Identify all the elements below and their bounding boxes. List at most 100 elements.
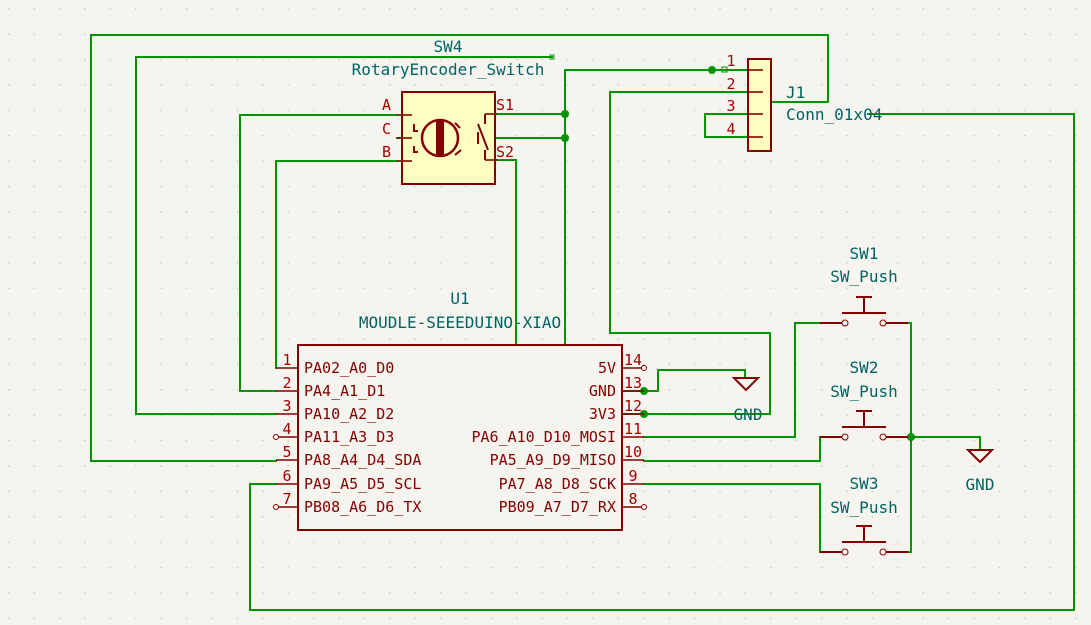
u1-pin-number: 1	[282, 351, 291, 369]
u1-right-pins: 14 5V 13 GND 12 3V3 11 PA6_A10_D10_MOSI 10 PA5_A9…	[472, 351, 647, 516]
j1-value: Conn_01x04	[786, 105, 882, 124]
sw4-pin-s1-label: S1	[496, 96, 514, 114]
wire-miso[interactable]	[643, 436, 821, 462]
gnd2-label: GND	[966, 475, 995, 494]
u1-pin-number: 8	[628, 490, 637, 508]
sw4-rotary-encoder[interactable]: SW4 RotaryEncoder_Switch A C B S1 S2	[352, 37, 545, 185]
j1-pin-2: 2	[726, 75, 735, 93]
sw4-pin-b-label: B	[382, 143, 391, 161]
u1-pin-number: 10	[624, 443, 642, 461]
u1-pin-4[interactable]: 4 PA11_A3_D3	[273, 420, 395, 446]
gnd-symbol-2[interactable]: GND	[965, 449, 995, 494]
u1-pin-name: PA4_A1_D1	[304, 382, 385, 400]
u1-pin-number: 13	[624, 374, 642, 392]
sw4-pin-s2-label: S2	[496, 143, 514, 161]
gnd1-label: GND	[734, 405, 763, 424]
sw2-ref: SW2	[850, 358, 879, 377]
u1-pin-number: 2	[282, 374, 291, 392]
u1-pin-5[interactable]: 5 PA8_A4_D4_SDA	[276, 443, 421, 469]
u1-pin-name: PA5_A9_D9_MISO	[490, 451, 616, 469]
wire-end-marker	[549, 54, 555, 60]
u1-pin-number: 11	[624, 420, 642, 438]
u1-pin-name: 5V	[598, 359, 616, 377]
j1-ref: J1	[786, 83, 805, 102]
u1-body	[297, 344, 623, 531]
ground-icon	[731, 377, 761, 392]
u1-pin-name: PB08_A6_D6_TX	[304, 498, 421, 516]
u1-pin-number: 14	[624, 351, 642, 369]
u1-pin-2[interactable]: 2 PA4_A1_D1	[276, 374, 385, 400]
wire-j1-3-4[interactable]	[704, 113, 749, 138]
u1-pin-name: PA02_A0_D0	[304, 359, 394, 377]
u1-pin-number: 6	[282, 467, 291, 485]
sw3-value: SW_Push	[830, 498, 897, 517]
u1-pin-1[interactable]: 1 PA02_A0_D0	[276, 351, 394, 377]
sw1-push[interactable]: SW1 SW_Push	[820, 244, 908, 327]
u1-pin-name: PB09_A7_D7_RX	[499, 498, 616, 516]
u1-pin-7[interactable]: 7 PB08_A6_D6_TX	[273, 490, 422, 516]
wire-encoder-b[interactable]	[275, 160, 398, 369]
gnd-symbol-1[interactable]: GND	[731, 377, 763, 424]
wire-pin3[interactable]	[135, 56, 553, 415]
u1-pin-14[interactable]: 14 5V	[598, 351, 647, 377]
sw2-value: SW_Push	[830, 382, 897, 401]
wire-encoder-a[interactable]	[239, 114, 398, 392]
u1-pin-name: PA9_A5_D5_SCL	[304, 475, 421, 493]
u1-pin-12[interactable]: 12 3V3	[589, 397, 644, 423]
junction	[561, 110, 569, 118]
u1-pin-number: 12	[624, 397, 642, 415]
u1-pin-number: 4	[282, 420, 291, 438]
sw3-ref: SW3	[850, 474, 879, 493]
sw4-value: RotaryEncoder_Switch	[352, 60, 545, 79]
u1-pin-3[interactable]: 3 PA10_A2_D2	[276, 397, 394, 423]
wire-pin5-to-j1-3[interactable]	[90, 34, 829, 462]
junction	[907, 433, 915, 441]
wire-mosi[interactable]	[643, 322, 821, 438]
sw1-ref: SW1	[850, 244, 879, 263]
u1-pin-name: PA10_A2_D2	[304, 405, 394, 423]
wire-gnd13[interactable]	[643, 369, 746, 392]
u1-pin-10[interactable]: 10 PA5_A9_D9_MISO	[490, 443, 644, 469]
u1-pin-13[interactable]: 13 GND	[589, 374, 644, 400]
wires	[90, 34, 1075, 611]
encoder-glyph-icon	[413, 114, 489, 160]
j1-body	[747, 58, 772, 152]
j1-pin-4: 4	[726, 120, 735, 138]
u1-pin-name: PA11_A3_D3	[304, 428, 394, 446]
wire-end-marker	[721, 66, 728, 73]
j1-connector[interactable]: 1 2 3 4 J1 Conn_01x04	[726, 52, 882, 152]
u1-pin-name: PA6_A10_D10_MOSI	[472, 428, 617, 446]
u1-value: MOUDLE-SEEEDUINO-XIAO	[359, 313, 561, 332]
j1-pin-3: 3	[726, 97, 735, 115]
u1-pin-number: 3	[282, 397, 291, 415]
u1-pin-number: 9	[628, 467, 637, 485]
sw3-push[interactable]: SW3 SW_Push	[820, 474, 908, 556]
sw4-pin-a-label: A	[382, 96, 391, 114]
sw4-ref: SW4	[434, 37, 463, 56]
wire-pin6-loop[interactable]	[249, 113, 1075, 611]
junction	[708, 66, 716, 74]
j1-pin-1: 1	[726, 52, 735, 70]
u1-pin-number: 5	[282, 443, 291, 461]
sw4-pin-c-label: C	[382, 120, 391, 138]
wire-j1-2[interactable]	[609, 91, 771, 415]
u1-pin-6[interactable]: 6 PA9_A5_D5_SCL	[276, 467, 421, 493]
u1-xiao[interactable]: U1 MOUDLE-SEEEDUINO-XIAO 1 PA02_A0_D0 2 PA4…	[273, 289, 647, 531]
u1-pin-name: 3V3	[589, 405, 616, 423]
u1-pin-11[interactable]: 11 PA6_A10_D10_MOSI	[472, 420, 645, 446]
sw4-body	[401, 91, 496, 185]
sw2-push[interactable]: SW2 SW_Push	[820, 358, 908, 441]
sw1-value: SW_Push	[830, 267, 897, 286]
u1-pin-name: PA7_A8_D8_SCK	[499, 475, 616, 493]
u1-pin-name: PA8_A4_D4_SDA	[304, 451, 421, 469]
wire-sck[interactable]	[643, 483, 821, 553]
junction	[561, 134, 569, 142]
u1-pin-8[interactable]: 8 PB09_A7_D7_RX	[499, 490, 647, 516]
u1-pin-name: GND	[589, 382, 616, 400]
wire-sw2-common[interactable]	[907, 436, 981, 451]
u1-pin-9[interactable]: 9 PA7_A8_D8_SCK	[499, 467, 644, 493]
u1-ref: U1	[450, 289, 469, 308]
u1-pin-number: 7	[282, 490, 291, 508]
ground-icon	[965, 449, 995, 464]
u1-left-pins: 1 PA02_A0_D0 2 PA4_A1_D1 3 PA10_A2_D2 4 PA11_A3…	[273, 351, 422, 516]
